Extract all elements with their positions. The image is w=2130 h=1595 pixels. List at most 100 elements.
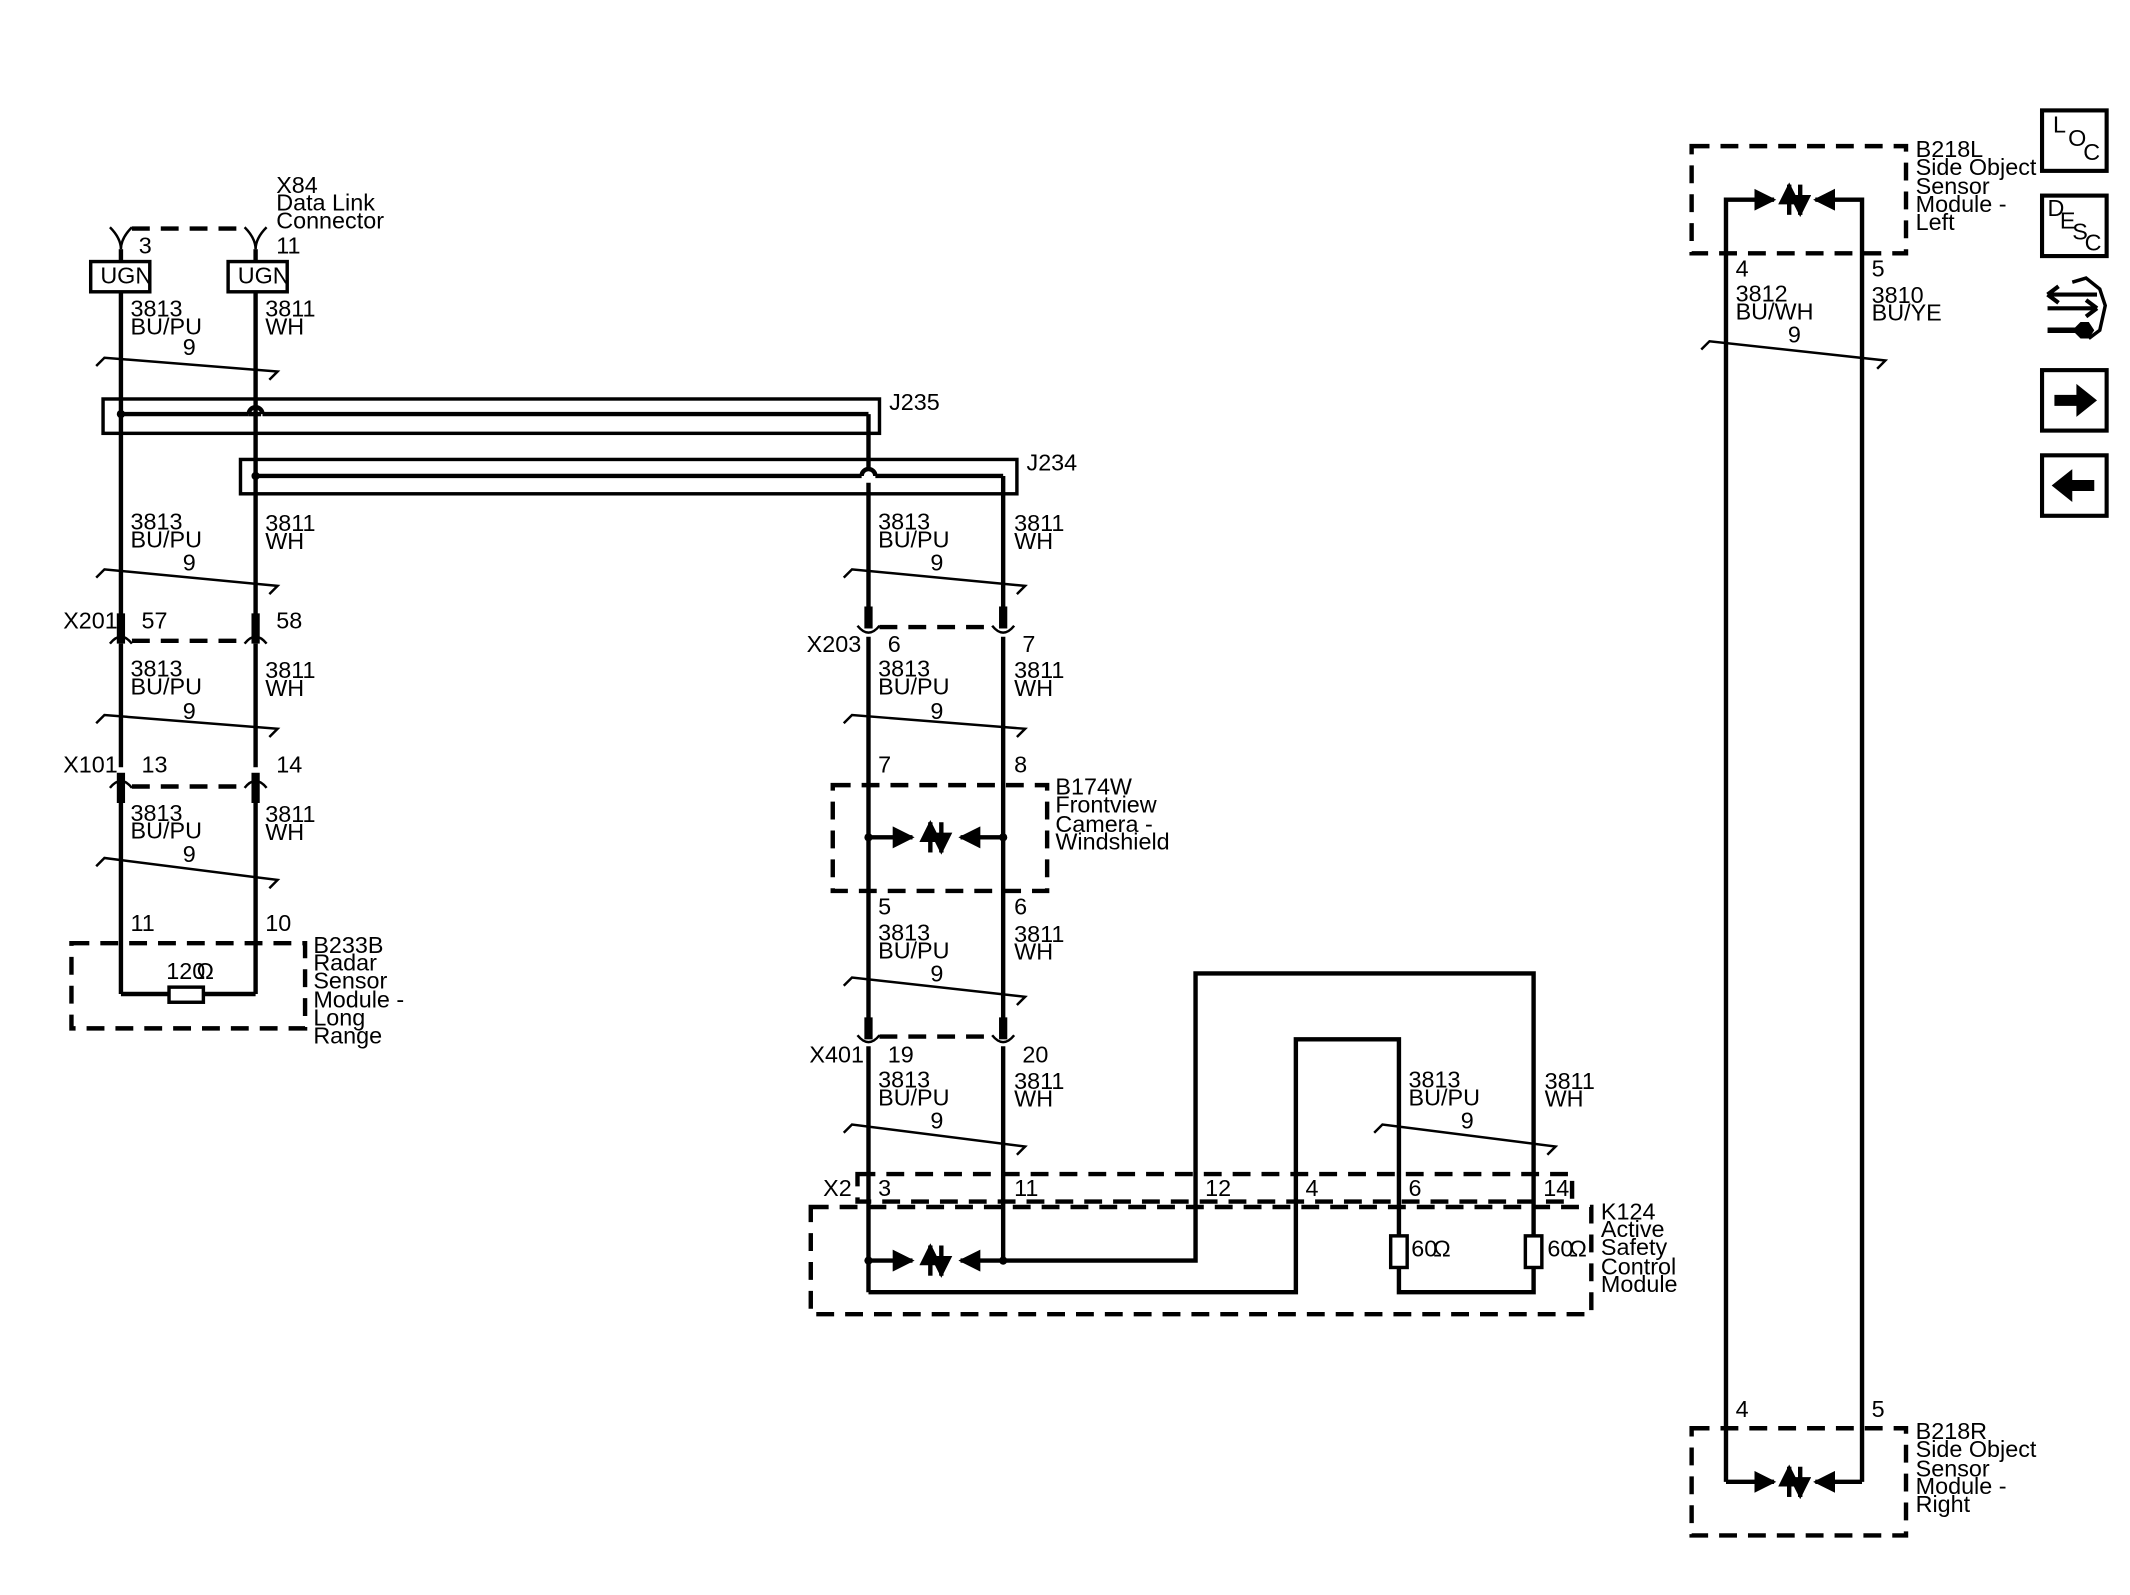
svg-text:E: E	[2060, 208, 2076, 234]
j235-splice-pack: J235	[101, 389, 940, 470]
svg-text:Module: Module	[1601, 1271, 1678, 1297]
svg-text:13: 13	[142, 752, 168, 778]
svg-text:3812: 3812	[1736, 280, 1788, 306]
svg-text:57: 57	[142, 607, 168, 633]
x84-data-link-connector: X84 Data Link Connector 3 11 UGN UGN	[88, 172, 384, 294]
connector-view-icon[interactable]	[2046, 276, 2108, 340]
svg-text:WH: WH	[1014, 528, 1053, 554]
svg-text:60: 60	[1547, 1235, 1573, 1261]
svg-text:60: 60	[1411, 1235, 1437, 1261]
svg-text:6: 6	[1409, 1175, 1422, 1201]
svg-text:Camera -: Camera -	[1055, 811, 1152, 837]
svg-text:9: 9	[930, 1108, 943, 1134]
svg-text:11: 11	[276, 232, 300, 258]
svg-text:Ω: Ω	[1433, 1235, 1450, 1261]
svg-text:O: O	[2068, 125, 2086, 151]
svg-text:WH: WH	[1014, 1086, 1053, 1112]
svg-text:BU/WH: BU/WH	[1736, 298, 1814, 324]
svg-text:BU/PU: BU/PU	[878, 937, 949, 963]
b174w-frontview-camera: 7 8 5 6 B174W Frontview Camera - Windshi…	[830, 752, 1170, 919]
svg-text:12: 12	[1205, 1175, 1231, 1201]
svg-text:BU/PU: BU/PU	[131, 526, 202, 552]
x401-connector: X401 19 20	[809, 1017, 1048, 1068]
svg-text:Sensor: Sensor	[1916, 1455, 1990, 1481]
svg-text:Range: Range	[313, 1022, 382, 1048]
svg-text:11: 11	[131, 910, 155, 936]
loc-button[interactable]: L O C	[2039, 108, 2109, 173]
svg-text:9: 9	[930, 550, 943, 576]
wire-labels-center-x203: 3813 BU/PU 3811 WH 9	[842, 656, 1064, 738]
svg-text:WH: WH	[1014, 675, 1053, 701]
svg-text:3811: 3811	[1014, 1068, 1064, 1094]
previous-arrow-button[interactable]	[2039, 453, 2109, 518]
svg-text:Ω: Ω	[1569, 1235, 1586, 1261]
svg-text:Windshield: Windshield	[1055, 829, 1169, 855]
svg-text:9: 9	[183, 334, 196, 360]
svg-text:Long: Long	[313, 1005, 365, 1031]
svg-text:Data Link: Data Link	[276, 190, 375, 216]
svg-text:S: S	[2072, 219, 2088, 245]
svg-text:3813: 3813	[878, 1066, 930, 1092]
next-arrow-button[interactable]	[2039, 368, 2109, 433]
svg-text:B218L: B218L	[1916, 136, 1984, 162]
svg-text:BU/PU: BU/PU	[131, 313, 202, 339]
svg-text:9: 9	[930, 961, 943, 987]
svg-text:C: C	[2085, 230, 2102, 256]
svg-text:3813: 3813	[878, 919, 930, 945]
svg-text:9: 9	[1461, 1108, 1474, 1134]
svg-text:9: 9	[1788, 322, 1801, 348]
svg-text:3813: 3813	[878, 656, 930, 682]
svg-text:Connector: Connector	[276, 208, 384, 234]
svg-text:5: 5	[1872, 256, 1885, 282]
svg-text:3813: 3813	[131, 800, 183, 826]
svg-text:WH: WH	[1545, 1086, 1584, 1112]
svg-text:Sensor: Sensor	[313, 968, 387, 994]
x101-connector: X101 13 14	[63, 752, 302, 803]
svg-text:20: 20	[1022, 1042, 1048, 1068]
svg-text:WH: WH	[1014, 939, 1053, 965]
svg-text:Safety: Safety	[1601, 1234, 1668, 1260]
svg-text:X2: X2	[823, 1175, 852, 1201]
svg-text:Active: Active	[1601, 1216, 1665, 1242]
svg-text:3: 3	[139, 232, 152, 258]
j234-splice-pack: J234	[238, 449, 1078, 612]
svg-text:B233B: B233B	[313, 932, 383, 958]
svg-text:3810: 3810	[1872, 282, 1924, 308]
svg-text:Ω: Ω	[197, 958, 214, 984]
svg-text:7: 7	[1022, 631, 1035, 657]
svg-text:6: 6	[888, 631, 901, 657]
svg-text:11: 11	[1014, 1175, 1038, 1201]
svg-text:WH: WH	[265, 313, 304, 339]
svg-text:9: 9	[183, 698, 196, 724]
svg-text:3811: 3811	[1014, 510, 1064, 536]
svg-text:D: D	[2048, 195, 2065, 221]
svg-text:3: 3	[878, 1175, 891, 1201]
svg-text:14: 14	[276, 752, 302, 778]
svg-text:9: 9	[183, 550, 196, 576]
svg-text:8: 8	[1014, 752, 1027, 778]
svg-text:X201: X201	[63, 607, 118, 633]
svg-text:7: 7	[878, 752, 891, 778]
svg-text:19: 19	[888, 1042, 914, 1068]
svg-text:3811: 3811	[265, 801, 315, 827]
x203-connector: X203 6 7	[807, 606, 1035, 657]
svg-text:120: 120	[166, 958, 205, 984]
svg-text:BU/YE: BU/YE	[1872, 300, 1942, 326]
svg-text:3813: 3813	[131, 509, 183, 535]
svg-text:Sensor: Sensor	[1916, 173, 1990, 199]
svg-text:3811: 3811	[265, 657, 315, 683]
svg-text:J235: J235	[889, 389, 940, 415]
wire-labels-left-top: 3813 BU/PU 3811 WH 9	[95, 296, 315, 381]
svg-text:L: L	[2053, 111, 2066, 137]
desc-button[interactable]: D E S C	[2039, 193, 2109, 259]
wire-labels-right: 3812 BU/WH 3810 BU/YE 9	[1700, 280, 1942, 370]
svg-text:BU/PU: BU/PU	[131, 673, 202, 699]
svg-text:3813: 3813	[878, 509, 930, 535]
svg-text:WH: WH	[265, 819, 304, 845]
wire-labels-center-b174w: 3813 BU/PU 3811 WH 9	[842, 919, 1064, 1006]
svg-text:4: 4	[1736, 256, 1749, 282]
b218r-side-object-sensor-right: 4 5 B218R Side Object Sensor Module - Ri…	[1689, 1396, 2037, 1538]
svg-text:J234: J234	[1027, 449, 1078, 475]
k124-active-safety-control-module: X2 3 11 12 4 6 14 60 Ω 60 Ω K124 Active …	[808, 971, 1678, 1317]
